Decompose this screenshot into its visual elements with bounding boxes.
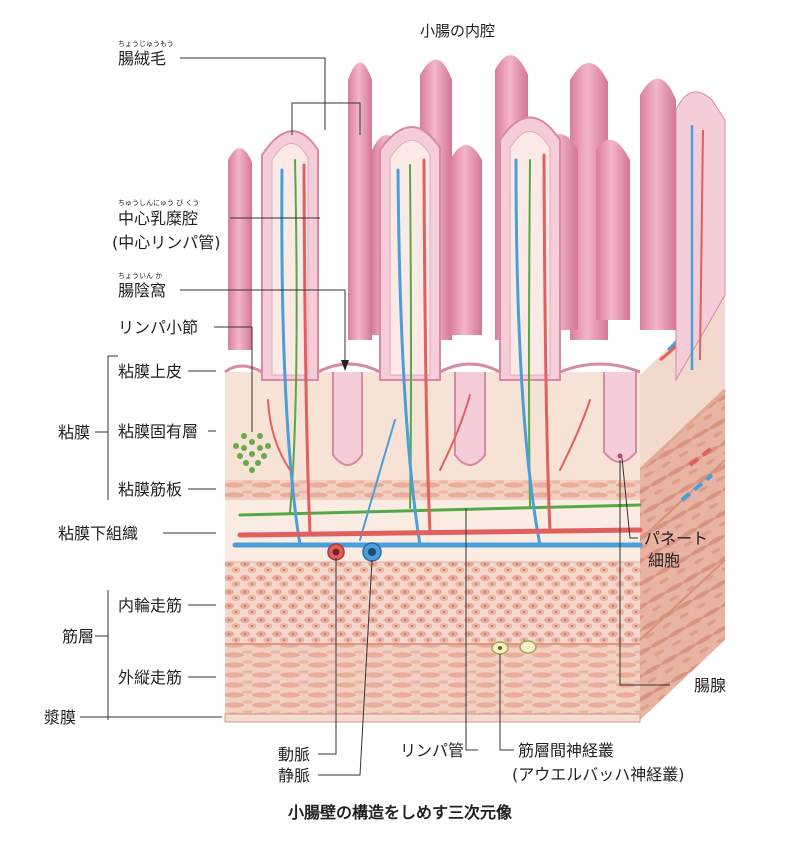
lacteal-label: 中心乳糜腔 [118, 209, 198, 228]
serosa-label: 漿膜 [44, 708, 76, 727]
crypts [332, 372, 637, 466]
lamina-propria-label: 粘膜固有層 [118, 422, 198, 441]
text-labels: 小腸の内腔 ちょうじゅうもう 腸絨毛 ちゅうしんにゅう び くう 中心乳糜腔 (… [44, 22, 726, 822]
plexus-label: 筋層間神経叢 [518, 741, 614, 760]
artery-main [237, 527, 643, 538]
villus-ruby: ちょうじゅうもう [118, 40, 174, 48]
outer-longitudinal-label: 外縦走筋 [118, 668, 182, 687]
paneth-label-2: 細胞 [648, 551, 680, 570]
crypt-label: 腸陰窩 [118, 281, 166, 300]
diagram-title: 小腸壁の構造をしめす三次元像 [288, 803, 513, 822]
mucosa-label: 粘膜 [58, 423, 90, 442]
epithelium-label: 粘膜上皮 [118, 362, 182, 381]
lymph-nodule [233, 433, 271, 473]
vessel-cross-sections [327, 542, 382, 562]
crypt-ruby: ちょういん か [118, 272, 162, 280]
intestinal-gland-label: 腸腺 [694, 676, 726, 695]
nerve-plexus [491, 640, 537, 655]
inner-circular-label: 内輪走筋 [118, 596, 182, 615]
paneth-label-1: パネート [644, 529, 708, 548]
muscle-layer-label: 筋層 [62, 627, 94, 646]
villus-label: 腸絨毛 [118, 49, 166, 68]
villus-1 [261, 130, 319, 381]
vein-label: 静脈 [278, 766, 310, 785]
lacteal-alt-label: (中心リンパ管) [112, 233, 221, 252]
lymph-nodule-label: リンパ小節 [118, 318, 198, 337]
lacteal-ruby: ちゅうしんにゅう び くう [118, 199, 199, 207]
plexus-alt-label: (アウエルバッハ神経叢) [512, 765, 685, 784]
side-villus [675, 91, 726, 382]
leader-lines [80, 57, 670, 776]
lymph-vessel-main [238, 503, 642, 517]
submucosa-label: 粘膜下組織 [58, 524, 138, 543]
muscularis-mucosae-label: 粘膜筋板 [118, 480, 182, 499]
artery-label: 動脈 [278, 745, 310, 764]
vessels [232, 153, 643, 548]
lymph-vessel-label: リンパ管 [400, 741, 464, 760]
lumen-label: 小腸の内腔 [420, 22, 495, 40]
